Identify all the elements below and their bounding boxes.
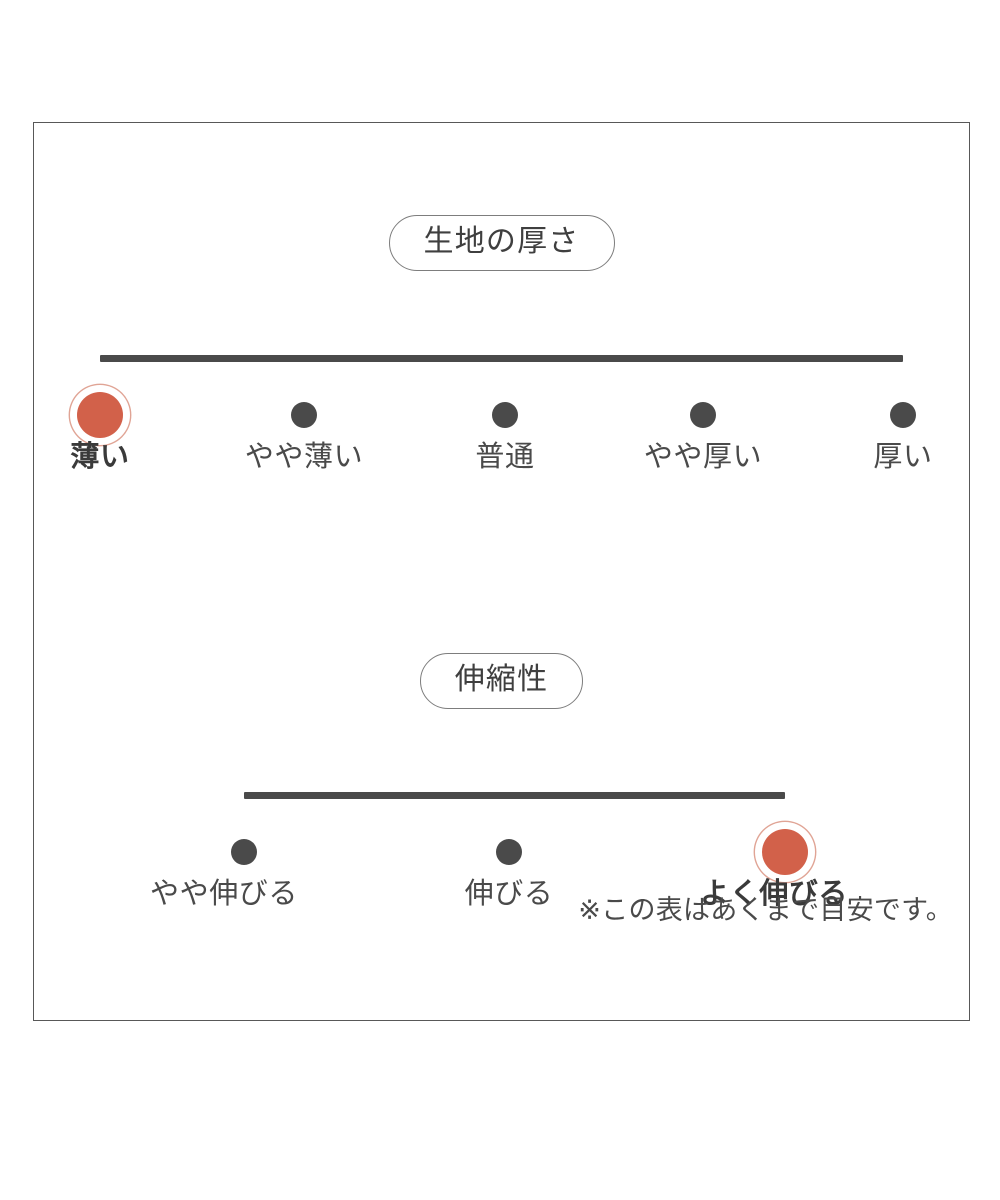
thickness-node-3[interactable] (690, 402, 716, 428)
stretch-node-1[interactable] (496, 839, 522, 865)
disclaimer-note: ※この表はあくまで目安です。 (578, 895, 953, 925)
stretch-node-0[interactable] (231, 839, 257, 865)
thickness-scale: 薄い やや薄い 普通 やや厚い 厚い (34, 355, 971, 475)
thickness-label-1: やや薄い (244, 441, 364, 473)
thickness-node-2[interactable] (492, 402, 518, 428)
thickness-node-0[interactable] (77, 392, 123, 438)
thickness-label-3: やや厚い (643, 441, 763, 473)
section-heading-stretch-row: 伸縮性 (34, 653, 969, 709)
section-heading-thickness-row: 生地の厚さ (34, 215, 969, 271)
section-heading-thickness: 生地の厚さ (388, 215, 615, 271)
stretch-label-1: 伸びる (464, 878, 554, 910)
thickness-label-0: 薄い (70, 441, 130, 473)
section-heading-stretch: 伸縮性 (419, 653, 584, 709)
stretch-label-0: やや伸びる (150, 878, 298, 910)
thickness-node-4[interactable] (890, 402, 916, 428)
stretch-node-2[interactable] (762, 829, 808, 875)
thickness-label-2: 普通 (475, 441, 535, 473)
thickness-node-1[interactable] (291, 402, 317, 428)
stretch-label-2: よく伸びる (700, 878, 848, 910)
thickness-label-4: 厚い (873, 441, 933, 473)
stretch-scale-track (244, 792, 785, 799)
thickness-scale-track (100, 355, 903, 362)
fabric-spec-card: 生地の厚さ 薄い やや薄い 普通 やや厚い 厚い 伸縮性 やや伸びる 伸びる よ… (33, 122, 970, 1021)
stretch-scale: やや伸びる 伸びる よく伸びる (34, 792, 971, 912)
